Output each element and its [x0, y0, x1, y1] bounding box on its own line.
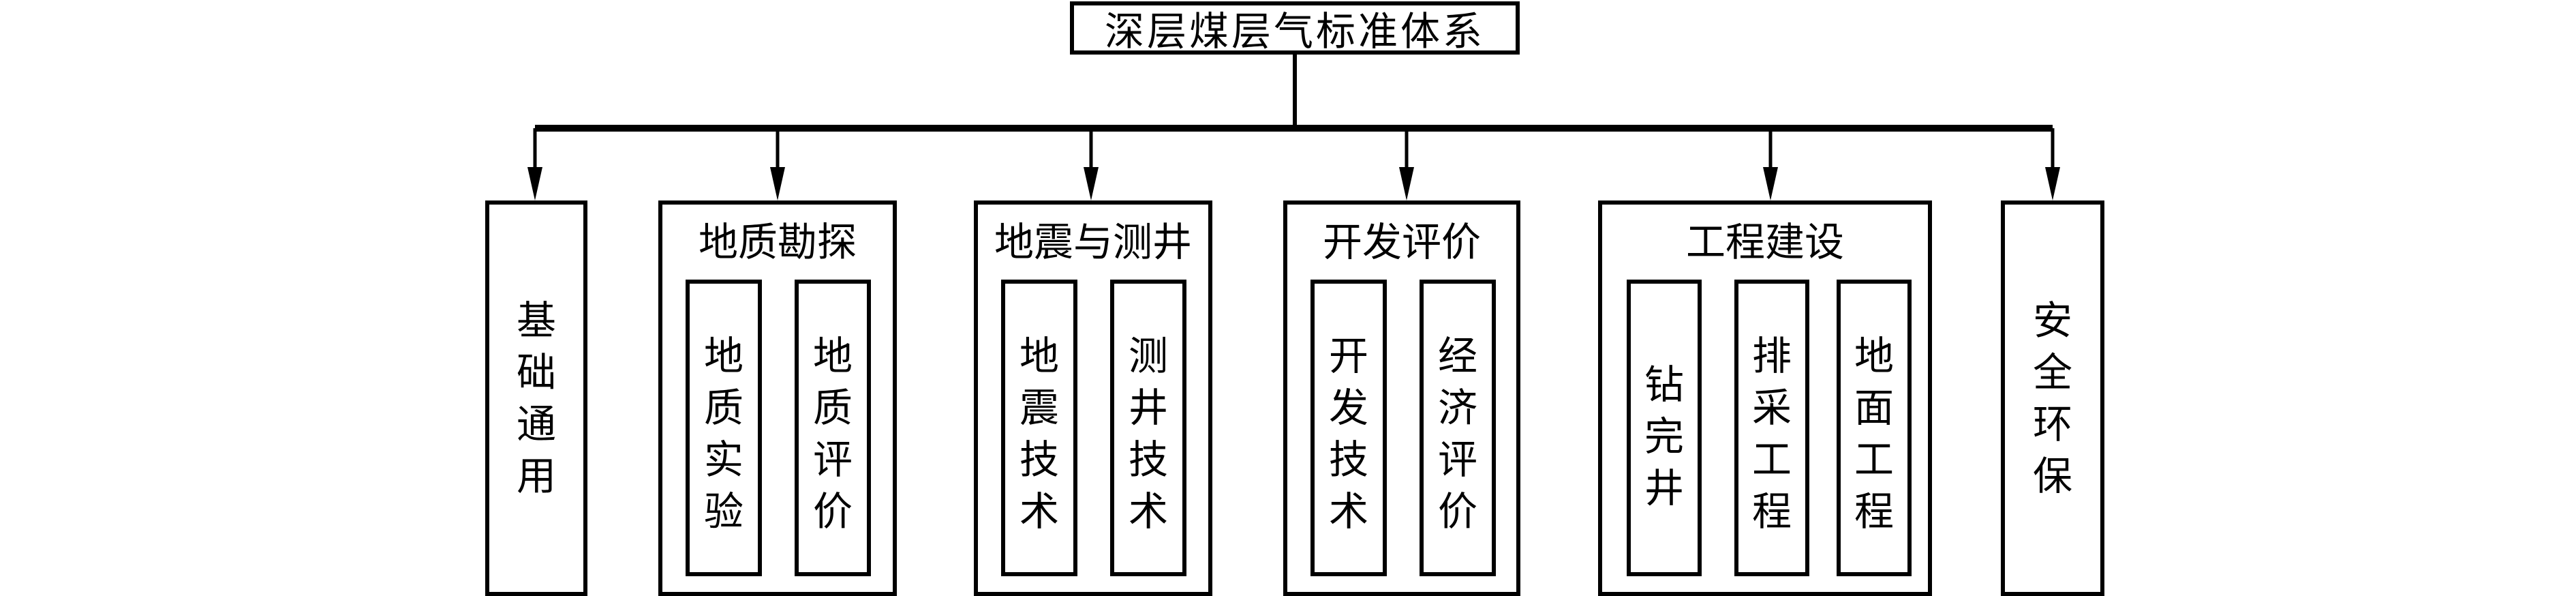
category-title: 地震与测井 — [994, 219, 1192, 265]
label-char: 震 — [1019, 385, 1059, 431]
label-char: 技 — [1328, 436, 1368, 483]
category-basic-general: 基础通用 — [485, 200, 587, 596]
label-char: 发 — [1328, 385, 1368, 431]
label-char: 基 — [516, 297, 556, 344]
label-char: 地 — [1854, 333, 1894, 379]
arrow-head-icon — [527, 167, 542, 200]
label-char: 全 — [2032, 349, 2072, 396]
subcategory-label: 地质实验 — [690, 330, 758, 537]
label-char: 质 — [703, 385, 743, 431]
subcategory-surface-engineering: 地面工程 — [1837, 280, 1912, 576]
category-title: 工程建设 — [1685, 219, 1844, 265]
category-geological-exploration: 地质勘探 地质实验 地质评价 — [658, 200, 897, 596]
root-node: 深层煤层气标准体系 — [1070, 1, 1520, 55]
label-char: 地 — [812, 333, 853, 379]
category-label: 安全环保 — [2005, 295, 2100, 502]
subcategory-label: 开发技术 — [1315, 330, 1383, 537]
label-char: 用 — [516, 453, 556, 499]
category-safety-environment: 安全环保 — [2001, 200, 2104, 596]
label-char: 价 — [812, 488, 853, 535]
label-char: 测 — [1128, 333, 1168, 379]
category-engineering-construction: 工程建设 钻完井 排采工程 地面工程 — [1598, 200, 1932, 596]
category-title: 地质勘探 — [698, 219, 857, 265]
label-char: 技 — [1019, 436, 1059, 483]
label-char: 验 — [703, 488, 743, 535]
subcategory-geological-experiment: 地质实验 — [686, 280, 762, 576]
category-development-evaluation: 开发评价 开发技术 经济评价 — [1283, 200, 1520, 596]
label-char: 济 — [1437, 385, 1477, 431]
root-label: 深层煤层气标准体系 — [1104, 8, 1485, 55]
label-char: 通 — [516, 401, 556, 447]
category-seismic-logging: 地震与测井 地震技术 测井技术 — [974, 200, 1212, 596]
subcategory-label: 钻完井 — [1631, 359, 1698, 514]
subcategory-label: 测井技术 — [1114, 330, 1182, 537]
label-char: 技 — [1128, 436, 1168, 483]
subcategory-label: 地面工程 — [1841, 330, 1907, 537]
subcategory-label: 地质评价 — [799, 330, 867, 537]
label-char: 排 — [1751, 333, 1792, 379]
subcategory-label: 经济评价 — [1424, 330, 1492, 537]
label-char: 术 — [1128, 488, 1168, 535]
subcategory-logging-technology: 测井技术 — [1110, 280, 1186, 576]
label-char: 工 — [1751, 436, 1792, 483]
label-char: 质 — [812, 385, 853, 431]
label-char: 井 — [1128, 385, 1168, 431]
label-char: 础 — [516, 349, 556, 396]
label-char: 评 — [812, 436, 853, 483]
label-char: 环 — [2032, 401, 2072, 447]
label-char: 开 — [1328, 333, 1368, 379]
arrow-head-icon — [1399, 167, 1414, 200]
label-char: 面 — [1854, 385, 1894, 431]
label-char: 程 — [1751, 488, 1792, 535]
subcategory-development-technology: 开发技术 — [1310, 280, 1387, 576]
label-char: 工 — [1854, 436, 1894, 483]
label-char: 价 — [1437, 488, 1477, 535]
category-label: 基础通用 — [489, 295, 583, 502]
label-char: 评 — [1437, 436, 1477, 483]
arrow-head-icon — [1084, 167, 1099, 200]
label-char: 地 — [1019, 333, 1059, 379]
label-char: 术 — [1019, 488, 1059, 535]
label-char: 钻 — [1644, 361, 1684, 408]
subcategory-label: 地震技术 — [1005, 330, 1073, 537]
label-char: 安 — [2032, 297, 2072, 344]
label-char: 保 — [2032, 453, 2072, 499]
label-char: 井 — [1644, 465, 1684, 511]
arrow-head-icon — [2045, 167, 2060, 200]
label-char: 实 — [703, 436, 743, 483]
label-char: 地 — [703, 333, 743, 379]
subcategory-drainage-engineering: 排采工程 — [1734, 280, 1809, 576]
subcategory-geological-evaluation: 地质评价 — [795, 280, 871, 576]
arrow-head-icon — [770, 167, 785, 200]
subcategory-drilling-completion: 钻完井 — [1627, 280, 1702, 576]
label-char: 术 — [1328, 488, 1368, 535]
label-char: 经 — [1437, 333, 1477, 379]
label-char: 程 — [1854, 488, 1894, 535]
label-char: 完 — [1644, 413, 1684, 460]
subcategory-seismic-technology: 地震技术 — [1001, 280, 1077, 576]
label-char: 采 — [1751, 385, 1792, 431]
category-title: 开发评价 — [1322, 219, 1481, 265]
subcategory-economic-evaluation: 经济评价 — [1420, 280, 1496, 576]
arrow-head-icon — [1763, 167, 1778, 200]
subcategory-label: 排采工程 — [1738, 330, 1805, 537]
